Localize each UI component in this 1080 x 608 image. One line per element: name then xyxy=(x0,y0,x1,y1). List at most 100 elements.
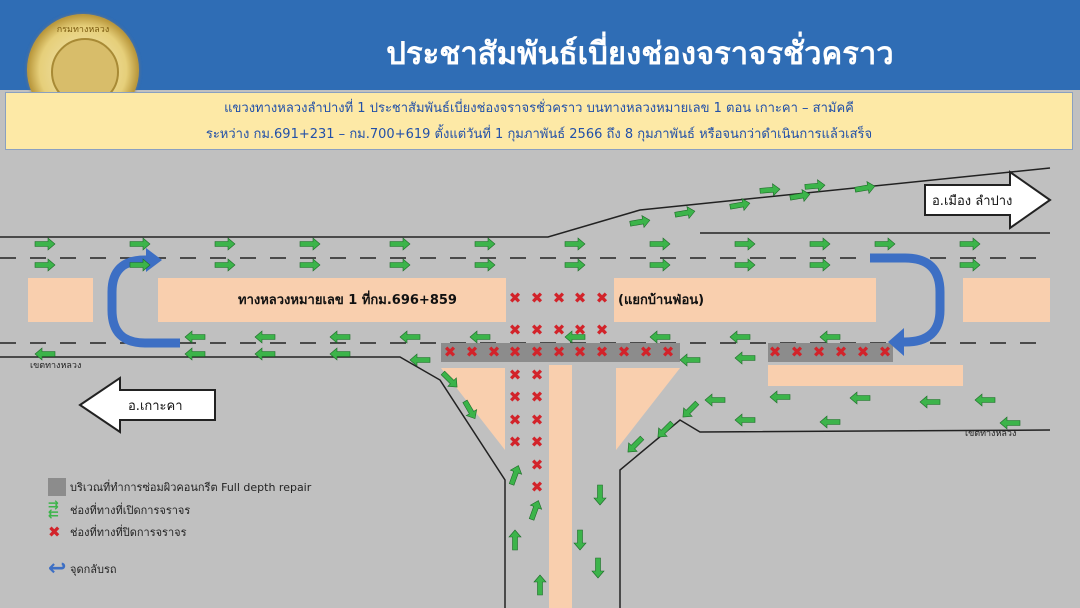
open-lane-arrow xyxy=(819,330,841,344)
open-lane-arrow xyxy=(34,347,56,361)
uturn-arrowhead-right xyxy=(888,328,904,356)
closed-lane-x: ✖ xyxy=(531,478,544,496)
closed-lane-x: ✖ xyxy=(553,321,566,339)
header-bar: ประชาสัมพันธ์เบี่ยงช่องจราจรชั่วคราว xyxy=(0,0,1080,90)
open-lane-arrow xyxy=(682,400,700,418)
open-lane-arrow xyxy=(919,395,941,409)
closed-lane-x: ✖ xyxy=(574,343,587,361)
open-lane-arrow xyxy=(729,330,751,344)
closed-lane-x: ✖ xyxy=(531,456,544,474)
closed-lane-x: ✖ xyxy=(596,343,609,361)
open-lane-arrow xyxy=(769,390,791,404)
closed-lane-x: ✖ xyxy=(509,433,522,451)
open-lane-arrow xyxy=(657,420,675,438)
direction-arrow-right xyxy=(924,170,1052,230)
open-lane-arrow xyxy=(533,574,547,596)
direction-arrow-left xyxy=(78,376,216,434)
open-lane-arrow xyxy=(299,237,321,251)
closed-lane-x: ✖ xyxy=(488,343,501,361)
closed-lane-x: ✖ xyxy=(531,321,544,339)
closed-lane-x: ✖ xyxy=(531,411,544,429)
open-lane-arrow xyxy=(184,330,206,344)
open-lane-arrow xyxy=(528,500,543,521)
open-lane-arrow xyxy=(129,258,151,272)
closed-lane-x: ✖ xyxy=(531,433,544,451)
open-lane-arrow xyxy=(508,465,523,486)
uturns xyxy=(107,253,945,348)
open-lane-arrow xyxy=(849,391,871,405)
open-lane-arrow xyxy=(734,258,756,272)
open-lane-arrow xyxy=(809,237,831,251)
open-lane-arrow xyxy=(649,258,671,272)
open-lane-arrow xyxy=(34,258,56,272)
islands xyxy=(28,278,1050,608)
info-box: แขวงทางหลวงลำปางที่ 1 ประชาสัมพันธ์เบี่ย… xyxy=(5,92,1073,150)
open-lane-arrow xyxy=(734,351,756,365)
closed-lane-x: ✖ xyxy=(444,343,457,361)
open-lane-arrow xyxy=(649,237,671,251)
open-lane-arrow xyxy=(474,237,496,251)
closed-lane-x: ✖ xyxy=(640,343,653,361)
legend-closed: ✖ช่องที่ทางที่ปิดการจราจร xyxy=(48,523,187,541)
closed-lane-x: ✖ xyxy=(531,343,544,361)
open-lane-arrow xyxy=(649,330,671,344)
closed-lane-x: ✖ xyxy=(813,343,826,361)
open-lane-arrow xyxy=(679,353,701,367)
closed-lane-x: ✖ xyxy=(466,343,479,361)
legend-uturn-label: จุดกลับรถ xyxy=(70,562,117,576)
open-lane-arrow xyxy=(629,214,651,229)
open-lane-arrow xyxy=(184,347,206,361)
open-lane-arrow xyxy=(593,484,607,506)
open-lane-arrow xyxy=(854,180,876,195)
closed-lane-x: ✖ xyxy=(509,343,522,361)
uturn-arrowhead-left xyxy=(146,248,162,272)
closed-lane-x: ✖ xyxy=(509,321,522,339)
open-lane-arrow xyxy=(591,557,605,579)
open-lane-arrow xyxy=(564,330,586,344)
closed-lane-x: ✖ xyxy=(531,366,544,384)
uturn-icon: ↩ xyxy=(48,556,67,581)
row-label-right: เขตทางหลวง xyxy=(965,429,1016,439)
open-lane-arrow xyxy=(409,353,431,367)
open-lane-arrow xyxy=(440,370,458,388)
closed-lane-x: ✖ xyxy=(857,343,870,361)
repair-areas xyxy=(441,343,893,362)
info-line-1: แขวงทางหลวงลำปางที่ 1 ประชาสัมพันธ์เบี่ย… xyxy=(224,101,854,116)
closed-lane-x: ✖ xyxy=(553,343,566,361)
info-line-2: ระหว่าง กม.691+231 – กม.700+619 ตั้งแต่ว… xyxy=(205,127,873,142)
open-lane-arrow xyxy=(462,399,478,420)
legend-repair: บริเวณที่ทำการซ่อมผิวคอนกรีต Full depth … xyxy=(48,478,311,496)
open-lane-arrow xyxy=(329,330,351,344)
highway-label: ทางหลวงหมายเลข 1 ที่กม.696+859 xyxy=(238,290,457,308)
open-lane-arrow xyxy=(734,413,756,427)
open-lane-arrow xyxy=(959,237,981,251)
open-lane-arrow xyxy=(508,529,522,551)
open-lane-arrow xyxy=(469,330,491,344)
open-lane-arrow xyxy=(819,415,841,429)
direction-left-label: อ.เกาะคา xyxy=(128,399,183,414)
closed-lane-x: ✖ xyxy=(574,289,587,307)
repair-swatch-icon xyxy=(48,478,66,496)
open-lane-arrow xyxy=(399,330,421,344)
open-lane-arrow xyxy=(729,197,751,212)
open-lane-arrow xyxy=(674,205,696,220)
legend-repair-label: บริเวณที่ทำการซ่อมผิวคอนกรีต Full depth … xyxy=(70,481,312,494)
open-lane-arrow xyxy=(299,258,321,272)
open-lane-arrow xyxy=(974,393,996,407)
open-lane-arrow xyxy=(389,237,411,251)
closed-lane-x: ✖ xyxy=(791,343,804,361)
closed-lane-x: ✖ xyxy=(596,289,609,307)
row-label-left: เขตทางหลวง xyxy=(30,361,81,371)
open-lane-arrow xyxy=(804,179,826,193)
open-lane-arrow xyxy=(254,347,276,361)
open-lane-arrow xyxy=(809,258,831,272)
closed-x-icon: ✖ xyxy=(48,523,61,541)
closed-lane-x: ✖ xyxy=(835,343,848,361)
open-lane-arrow xyxy=(874,237,896,251)
closed-lane-x: ✖ xyxy=(662,343,675,361)
open-lane-arrow xyxy=(704,393,726,407)
direction-right-label: อ.เมือง ลำปาง xyxy=(932,193,1012,209)
closed-lane-x: ✖ xyxy=(509,289,522,307)
open-lane-arrow xyxy=(734,237,756,251)
logo-text: กรมทางหลวง xyxy=(56,25,110,35)
